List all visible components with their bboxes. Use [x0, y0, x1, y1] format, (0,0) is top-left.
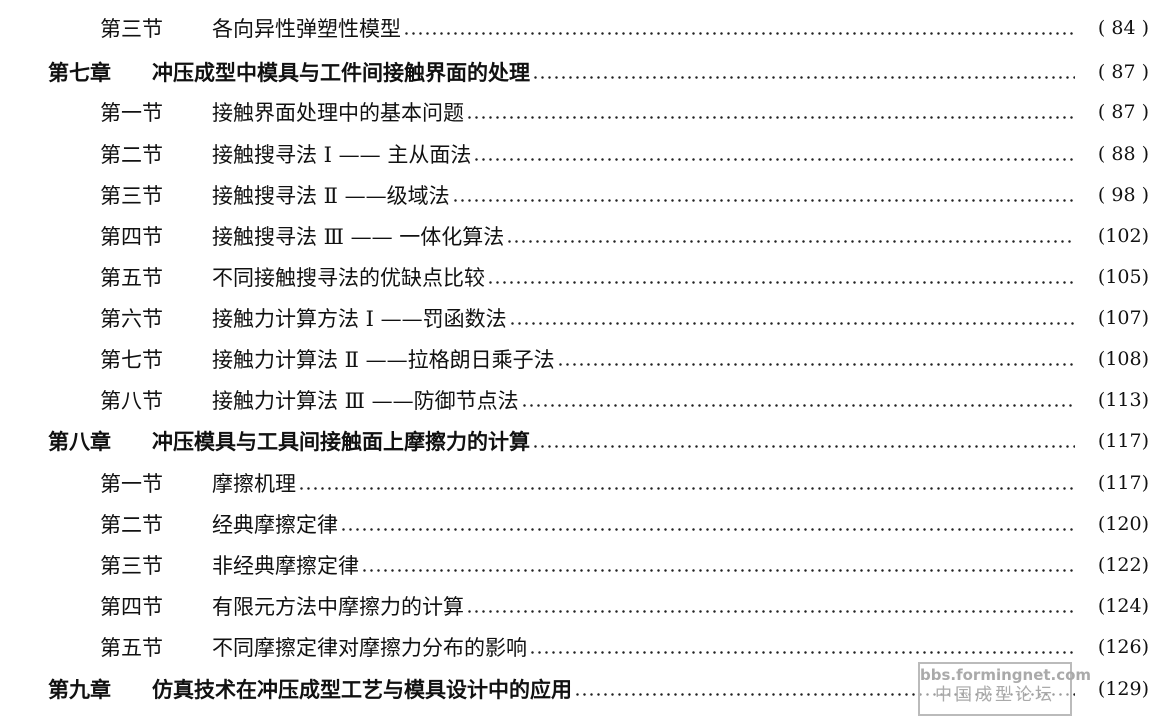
watermark: bbs.formingnet.com 中国成型论坛 — [918, 662, 1092, 716]
dot-leader — [466, 609, 1075, 613]
entry-title: 非经典摩擦定律 — [212, 554, 359, 578]
toc-section-entry: 第一节 接触界面处理中的基本问题 ( 87 ) — [0, 92, 1167, 132]
entry-number: 第五节 — [100, 636, 163, 660]
page-number: (122) — [1097, 554, 1149, 576]
entry-number: 第八节 — [100, 389, 163, 413]
dot-leader — [473, 157, 1075, 161]
toc-section-entry: 第八节 接触力计算法 Ⅲ ——防御节点法 (113) — [0, 380, 1167, 420]
entry-number: 第三节 — [100, 17, 163, 41]
entry-title: 接触搜寻法 Ⅰ —— 主从面法 — [212, 143, 472, 167]
watermark-site-name: 中国成型论坛 — [935, 685, 1055, 705]
entry-title: 接触力计算法 Ⅲ ——防御节点法 — [212, 389, 519, 413]
entry-title: 有限元方法中摩擦力的计算 — [212, 595, 464, 619]
entry-title: 冲压模具与工具间接触面上摩擦力的计算 — [152, 430, 530, 454]
dot-leader — [340, 527, 1075, 531]
toc-section-entry: 第一节 摩擦机理 (117) — [0, 463, 1167, 503]
page-number: ( 88 ) — [1097, 143, 1149, 165]
dot-leader — [574, 692, 1075, 696]
watermark-url: bbs.formingnet.com — [920, 666, 1092, 684]
page-number: (124) — [1097, 595, 1149, 617]
dot-leader — [451, 198, 1075, 202]
entry-number: 第九章 — [48, 678, 111, 702]
dot-leader — [466, 115, 1075, 119]
toc-section-entry: 第三节 各向异性弹塑性模型 ( 84 ) — [0, 8, 1167, 48]
dot-leader — [529, 650, 1075, 654]
toc-chapter-entry: 第七章 冲压成型中模具与工件间接触界面的处理 ( 87 ) — [0, 52, 1167, 92]
page-number: (113) — [1097, 389, 1149, 411]
page-number: (120) — [1097, 513, 1149, 535]
entry-number: 第四节 — [100, 595, 163, 619]
page-number: (105) — [1097, 266, 1149, 288]
entry-number: 第三节 — [100, 184, 163, 208]
entry-number: 第七节 — [100, 348, 163, 372]
page-number: (117) — [1097, 472, 1149, 494]
page-number: (117) — [1097, 430, 1149, 452]
dot-leader — [361, 568, 1075, 572]
dot-leader — [520, 403, 1075, 407]
toc-section-entry: 第五节 不同接触搜寻法的优缺点比较 (105) — [0, 257, 1167, 297]
entry-number: 第三节 — [100, 554, 163, 578]
entry-number: 第四节 — [100, 225, 163, 249]
entry-number: 第二节 — [100, 513, 163, 537]
toc-section-entry: 第四节 接触搜寻法 Ⅲ —— 一体化算法 (102) — [0, 216, 1167, 256]
dot-leader — [532, 75, 1075, 79]
toc-section-entry: 第六节 接触力计算方法 Ⅰ ——罚函数法 (107) — [0, 298, 1167, 338]
page-number: (107) — [1097, 307, 1149, 329]
entry-number: 第六节 — [100, 307, 163, 331]
dot-leader — [508, 321, 1075, 325]
toc-section-entry: 第五节 不同摩擦定律对摩擦力分布的影响 (126) — [0, 627, 1167, 667]
entry-title: 经典摩擦定律 — [212, 513, 338, 537]
toc-section-entry: 第二节 接触搜寻法 Ⅰ —— 主从面法 ( 88 ) — [0, 134, 1167, 174]
page-number: ( 98 ) — [1097, 184, 1149, 206]
entry-title: 接触力计算法 Ⅱ ——拉格朗日乘子法 — [212, 348, 555, 372]
entry-number: 第二节 — [100, 143, 163, 167]
entry-number: 第五节 — [100, 266, 163, 290]
entry-title: 接触力计算方法 Ⅰ ——罚函数法 — [212, 307, 507, 331]
toc-section-entry: 第三节 非经典摩擦定律 (122) — [0, 545, 1167, 585]
entry-number: 第七章 — [48, 61, 111, 85]
entry-title: 不同摩擦定律对摩擦力分布的影响 — [212, 636, 527, 660]
entry-title: 接触界面处理中的基本问题 — [212, 101, 464, 125]
dot-leader — [506, 239, 1075, 243]
entry-number: 第一节 — [100, 101, 163, 125]
dot-leader — [556, 362, 1075, 366]
entry-title: 摩擦机理 — [212, 472, 296, 496]
dot-leader — [532, 444, 1075, 448]
entry-title: 接触搜寻法 Ⅲ —— 一体化算法 — [212, 225, 505, 249]
entry-number: 第八章 — [48, 430, 111, 454]
entry-title: 接触搜寻法 Ⅱ ——级域法 — [212, 184, 450, 208]
page-number: ( 84 ) — [1097, 17, 1149, 39]
dot-leader — [298, 486, 1075, 490]
toc-section-entry: 第四节 有限元方法中摩擦力的计算 (124) — [0, 586, 1167, 626]
toc-section-entry: 第七节 接触力计算法 Ⅱ ——拉格朗日乘子法 (108) — [0, 339, 1167, 379]
entry-title: 不同接触搜寻法的优缺点比较 — [212, 266, 485, 290]
page-number: ( 87 ) — [1097, 61, 1149, 83]
toc-chapter-entry: 第八章 冲压模具与工具间接触面上摩擦力的计算 (117) — [0, 421, 1167, 461]
page-number: ( 87 ) — [1097, 101, 1149, 123]
entry-number: 第一节 — [100, 472, 163, 496]
toc-chapter-entry: 第九章 仿真技术在冲压成型工艺与模具设计中的应用 (129) — [0, 669, 1167, 709]
toc-section-entry: 第二节 经典摩擦定律 (120) — [0, 504, 1167, 544]
page-number: (126) — [1097, 636, 1149, 658]
page-number: (129) — [1097, 678, 1149, 700]
dot-leader — [487, 280, 1075, 284]
entry-title: 仿真技术在冲压成型工艺与模具设计中的应用 — [152, 678, 572, 702]
page-number: (102) — [1097, 225, 1149, 247]
entry-title: 各向异性弹塑性模型 — [212, 17, 401, 41]
entry-title: 冲压成型中模具与工件间接触界面的处理 — [152, 61, 530, 85]
page-number: (108) — [1097, 348, 1149, 370]
dot-leader — [403, 31, 1075, 35]
toc-section-entry: 第三节 接触搜寻法 Ⅱ ——级域法 ( 98 ) — [0, 175, 1167, 215]
